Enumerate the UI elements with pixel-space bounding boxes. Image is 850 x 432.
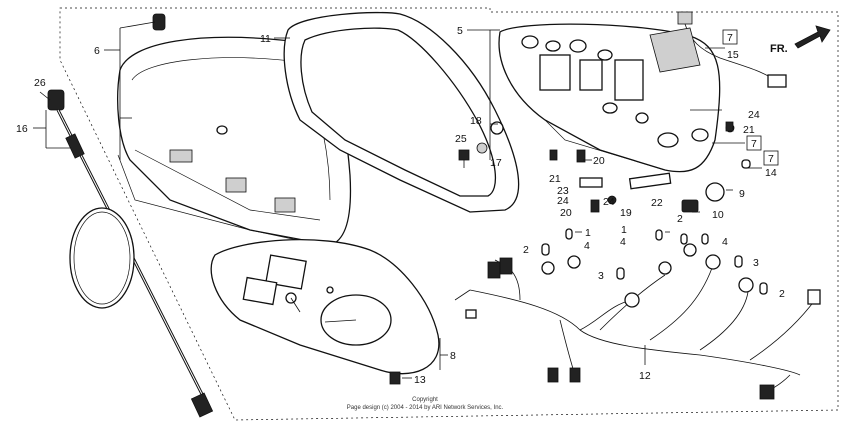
callout-4c: 4 [722,236,728,248]
callout-24c: 24 [748,109,760,121]
bulb-3a [616,267,625,280]
bulb-1a [565,228,573,240]
callout-21a: 21 [549,173,561,185]
callout-3a: 3 [598,270,604,282]
assembly-boundary [59,7,839,421]
callout-20a: 20 [593,155,605,167]
front-direction-arrow: FR. [770,25,831,55]
callout-18: 18 [470,115,482,127]
callout-3b: 3 [753,257,759,269]
washer-14 [741,159,751,169]
callout-24a: 24 [557,195,569,207]
bulb-2a [541,243,550,256]
grommet-9 [705,182,725,202]
callout-21b: 21 [743,124,755,136]
callout-4b: 4 [620,236,626,248]
callout-11: 11 [260,33,271,45]
nut-21a [549,149,558,161]
callout-22: 22 [651,197,663,209]
callout-9: 9 [739,188,745,200]
callout-4a: 4 [584,240,590,252]
meter-case-upper [283,11,520,213]
bolt-20a [576,149,586,163]
bulb-1b [655,229,663,241]
leader-lines [33,21,762,379]
copyright-title: Copyright [412,397,438,403]
nut-24b [607,195,617,205]
boxed-callouts: 7 7 7 [722,29,779,166]
callout-2c: 2 [779,288,785,300]
callout-26: 26 [34,77,46,89]
callout-2b: 2 [523,244,529,256]
wire-harness [454,243,821,400]
callout-1a: 1 [585,227,591,239]
callout-19: 19 [620,207,632,219]
bulb-3b [734,255,743,268]
speedometer-cable [47,89,214,418]
callout-17: 17 [490,157,502,169]
callout-24b: 24 [603,196,615,208]
bulb-2b [759,282,768,295]
copyright-notice: Page design (c) 2004 - 2014 by ARI Netwo… [347,405,504,411]
meter-assembly [210,239,440,385]
callout-10: 10 [712,209,724,221]
screw-grommet-set [458,121,504,168]
callout-16: 16 [16,123,28,135]
callout-15: 15 [727,49,739,61]
callouts: 6 11 5 26 16 18 25 17 20 21 23 24 20 24 … [16,25,785,386]
callout-13: 13 [414,374,426,386]
front-direction-label: FR. [770,43,788,55]
callout-20b: 20 [560,207,572,219]
callout-7b: 7 [751,138,757,150]
bracket-19 [628,172,672,190]
callout-12: 12 [639,370,651,382]
callout-5: 5 [457,25,463,37]
bulb-4a [680,233,688,245]
bracket-23 [579,177,603,188]
bulb-4b [701,233,709,245]
callout-1b: 1 [621,224,627,236]
callout-8: 8 [450,350,456,362]
callout-2a: 2 [677,213,683,225]
callout-7a: 7 [727,32,733,44]
nut-21b [725,121,734,132]
bolt-20b [590,199,600,213]
callout-7c: 7 [768,153,774,165]
reflector-panel [649,27,701,73]
callout-25: 25 [455,133,467,145]
grommet-10 [681,199,699,213]
callout-6: 6 [94,45,100,57]
callout-23: 23 [557,185,569,197]
callout-14: 14 [765,167,777,179]
